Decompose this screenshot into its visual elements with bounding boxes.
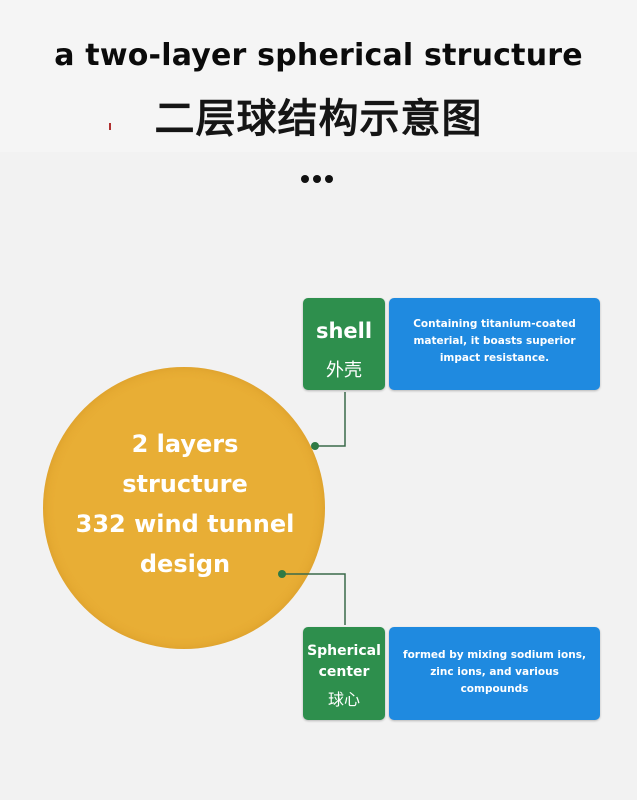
shell-description: Containing titanium-coated material, it …: [413, 318, 576, 364]
center-description-card: formed by mixing sodium ions, zinc ions,…: [389, 627, 600, 720]
shell-label-chinese: 外壳: [326, 360, 362, 381]
shell-connector: [315, 392, 346, 447]
shell-label-card: shell 外壳: [303, 298, 385, 390]
decorative-mark: [109, 123, 111, 130]
sphere-caption-line: design: [139, 550, 231, 578]
center-label-english: Spherical center: [307, 643, 381, 680]
header-band: [0, 0, 637, 152]
sphere-caption: 2 layers structure 332 wind tunnel desig…: [40, 424, 330, 584]
more-dots-icon: [301, 175, 333, 183]
sphere-circle: [43, 367, 325, 649]
center-connector-dot: [278, 570, 286, 578]
center-description: formed by mixing sodium ions, zinc ions,…: [403, 649, 586, 695]
sphere-caption-line: 2 layers: [131, 430, 239, 458]
center-label-chinese: 球心: [327, 690, 360, 709]
sphere-caption-line: structure: [122, 470, 248, 498]
shell-description-card: Containing titanium-coated material, it …: [389, 298, 600, 390]
dot: [301, 175, 309, 183]
dot: [313, 175, 321, 183]
page-title-english: a two-layer spherical structure: [54, 38, 583, 73]
shell-label-english: shell: [315, 319, 373, 343]
center-connector: [282, 573, 346, 625]
center-label-card: Spherical center 球心: [303, 627, 385, 720]
page-title-chinese: 二层球结构示意图: [154, 96, 483, 142]
shell-connector-dot: [311, 442, 319, 450]
sphere-caption-line: 332 wind tunnel: [75, 510, 295, 538]
dot: [325, 175, 333, 183]
